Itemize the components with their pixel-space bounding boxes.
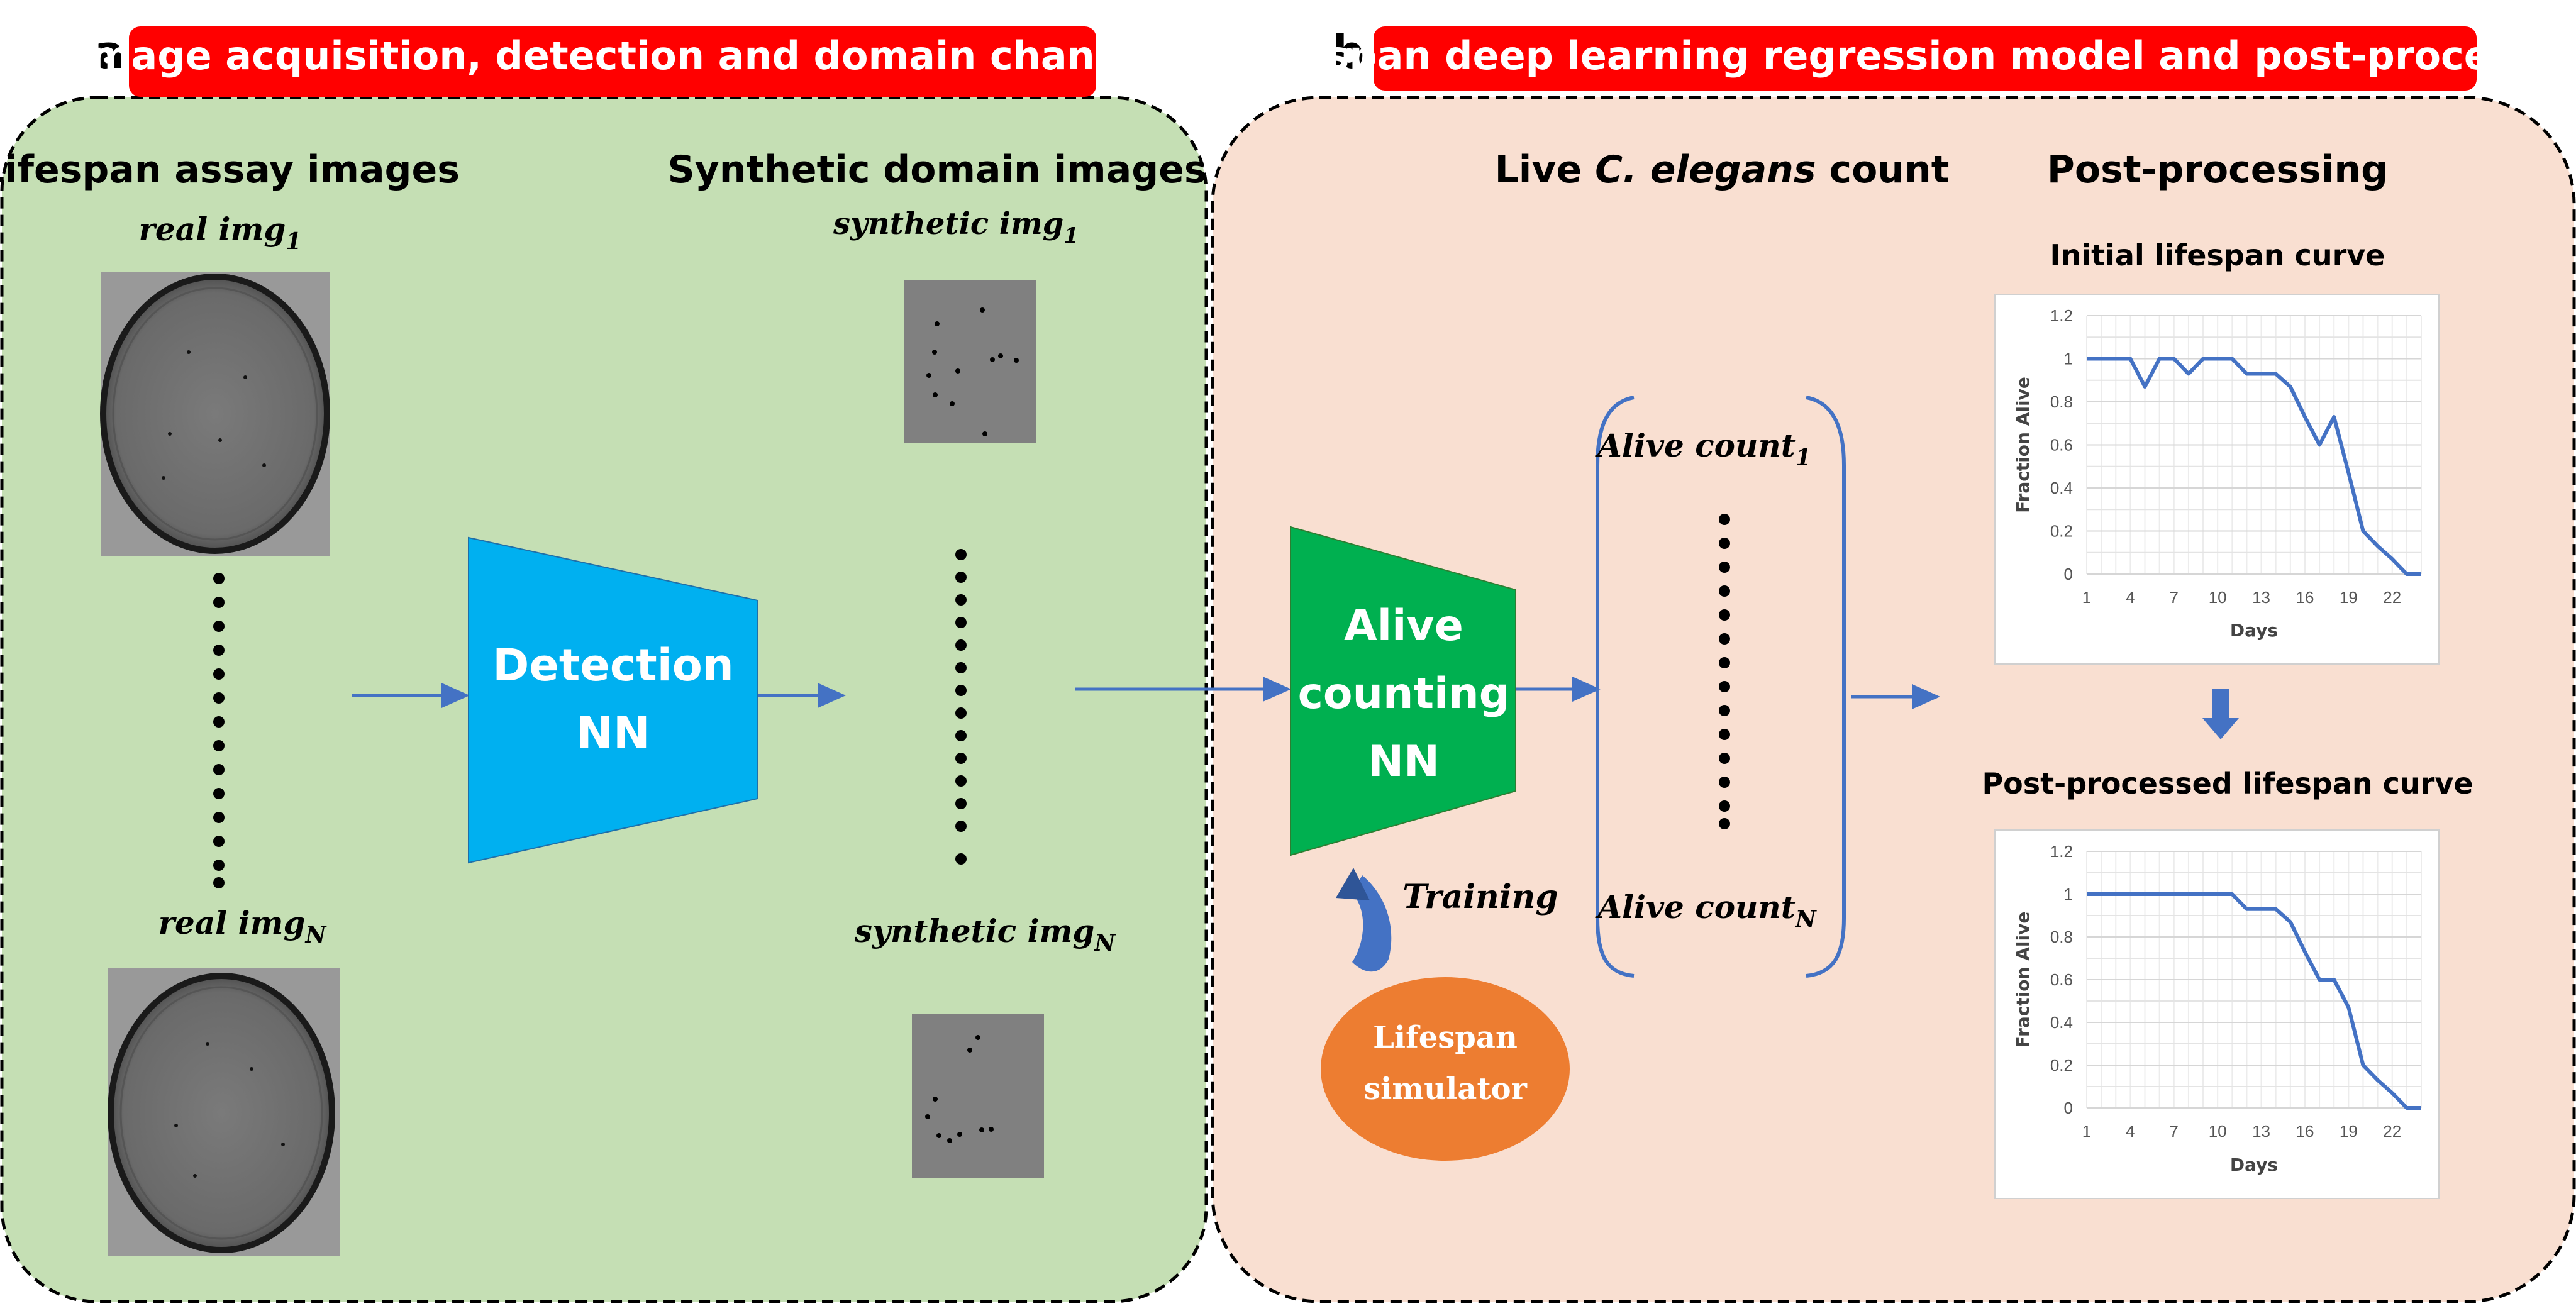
- detection-nn-block: [468, 536, 758, 864]
- synthetic-images-ellipsis: [955, 549, 967, 865]
- simulator-label-1: Lifespan: [1373, 1020, 1518, 1055]
- live-count-title: Live C. elegans count: [1495, 148, 1950, 192]
- post-processing-title: Post-processing: [2047, 148, 2388, 192]
- y-tick-label: 0.8: [2050, 927, 2073, 946]
- x-tick-label: 16: [2296, 588, 2314, 607]
- x-tick-label: 4: [2126, 588, 2135, 607]
- panel-b-banner-text: Lifespan deep learning regression model …: [1245, 33, 2576, 79]
- real-images-ellipsis: [213, 573, 225, 888]
- alive-nn-label-3: NN: [1368, 737, 1440, 787]
- real-img-1-label: real img1: [139, 211, 302, 255]
- panel-a: a Image acquisition, detection and domai…: [0, 26, 1208, 1303]
- post-processed-curve-frame: [1994, 829, 2440, 1199]
- x-tick-label: 22: [2383, 1122, 2401, 1141]
- training-label: Training: [1402, 878, 1558, 916]
- x-axis-label: Days: [2230, 1154, 2278, 1175]
- x-tick-label: 13: [2252, 588, 2270, 607]
- x-tick-label: 4: [2126, 1122, 2135, 1141]
- alive-counting-nn-block: [1290, 526, 1516, 856]
- y-tick-label: 1.2: [2050, 842, 2073, 861]
- y-tick-label: 1: [2064, 885, 2073, 904]
- y-tick-label: 0: [2064, 565, 2073, 584]
- alive-nn-label-1: Alive: [1344, 601, 1463, 651]
- real-img-1-thumbnail: [100, 272, 330, 556]
- y-tick-label: 0.4: [2050, 1013, 2073, 1032]
- x-tick-label: 19: [2340, 588, 2358, 607]
- x-tick-label: 22: [2383, 588, 2401, 607]
- x-tick-label: 10: [2209, 1122, 2227, 1141]
- x-axis-label: Days: [2230, 620, 2278, 641]
- synthetic-img-n-label: synthetic imgN: [854, 912, 1117, 956]
- real-img-n-thumbnail: [108, 968, 340, 1256]
- y-tick-label: 0.6: [2050, 436, 2073, 455]
- y-tick-label: 0.2: [2050, 522, 2073, 541]
- counts-right-bracket: [1806, 396, 1846, 978]
- y-axis-label: Fraction Alive: [2012, 377, 2033, 513]
- y-tick-label: 0.6: [2050, 970, 2073, 989]
- panel-a-banner-text: Image acquisition, detection and domain …: [76, 33, 1150, 79]
- fraction-alive-series-line: [2087, 357, 2421, 576]
- detection-nn-label-1: Detection: [492, 639, 733, 691]
- down-block-arrow: [2202, 689, 2239, 739]
- synthetic-img-n-thumbnail: [912, 1014, 1044, 1178]
- initial-curve-frame: [1994, 294, 2440, 665]
- y-tick-label: 0.2: [2050, 1056, 2073, 1075]
- counts-left-bracket: [1596, 396, 1635, 978]
- lifespan-simulator: [1321, 977, 1570, 1161]
- x-tick-label: 1: [2082, 588, 2091, 607]
- simulator-label-2: simulator: [1363, 1071, 1527, 1107]
- alive-counts-ellipsis: [1719, 514, 1730, 829]
- y-tick-label: 0.8: [2050, 392, 2073, 411]
- x-tick-label: 7: [2170, 1122, 2179, 1141]
- x-tick-label: 1: [2082, 1122, 2091, 1141]
- y-tick-label: 0.4: [2050, 479, 2073, 497]
- synthetic-img-1-thumbnail: [904, 280, 1036, 443]
- initial-curve-title: Initial lifespan curve: [2050, 238, 2385, 272]
- x-tick-label: 7: [2170, 588, 2179, 607]
- fraction-alive-series-line: [2087, 892, 2421, 1110]
- real-img-n-label: real imgN: [158, 904, 328, 948]
- x-tick-label: 10: [2209, 588, 2227, 607]
- synthetic-img-1-label: synthetic img1: [833, 206, 1079, 248]
- panel-a-banner: [129, 26, 1096, 97]
- x-tick-label: 19: [2340, 1122, 2358, 1141]
- y-tick-label: 1.2: [2050, 306, 2073, 325]
- alive-nn-label-2: counting: [1298, 669, 1510, 719]
- panel-b: b Lifespan deep learning regression mode…: [1075, 26, 2576, 1303]
- y-tick-label: 0: [2064, 1098, 2073, 1117]
- panel-b-banner: [1374, 26, 2477, 91]
- x-tick-label: 16: [2296, 1122, 2314, 1141]
- panel-a-letter: a: [94, 26, 125, 79]
- detection-nn-label-2: NN: [576, 707, 650, 759]
- lifespan-assay-title: Lifespan assay images: [0, 148, 460, 192]
- alive-count-1-label: Alive count1: [1595, 427, 1811, 471]
- synthetic-domain-title: Synthetic domain images: [667, 148, 1206, 192]
- x-tick-label: 13: [2252, 1122, 2270, 1141]
- alive-count-n-label: Alive countN: [1595, 888, 1818, 932]
- y-tick-label: 1: [2064, 350, 2073, 368]
- training-curved-arrow-icon: [1336, 868, 1392, 972]
- y-axis-label: Fraction Alive: [2012, 912, 2033, 1048]
- post-processed-curve-title: Post-processed lifespan curve: [1982, 766, 2473, 800]
- panel-b-letter: b: [1332, 26, 1365, 79]
